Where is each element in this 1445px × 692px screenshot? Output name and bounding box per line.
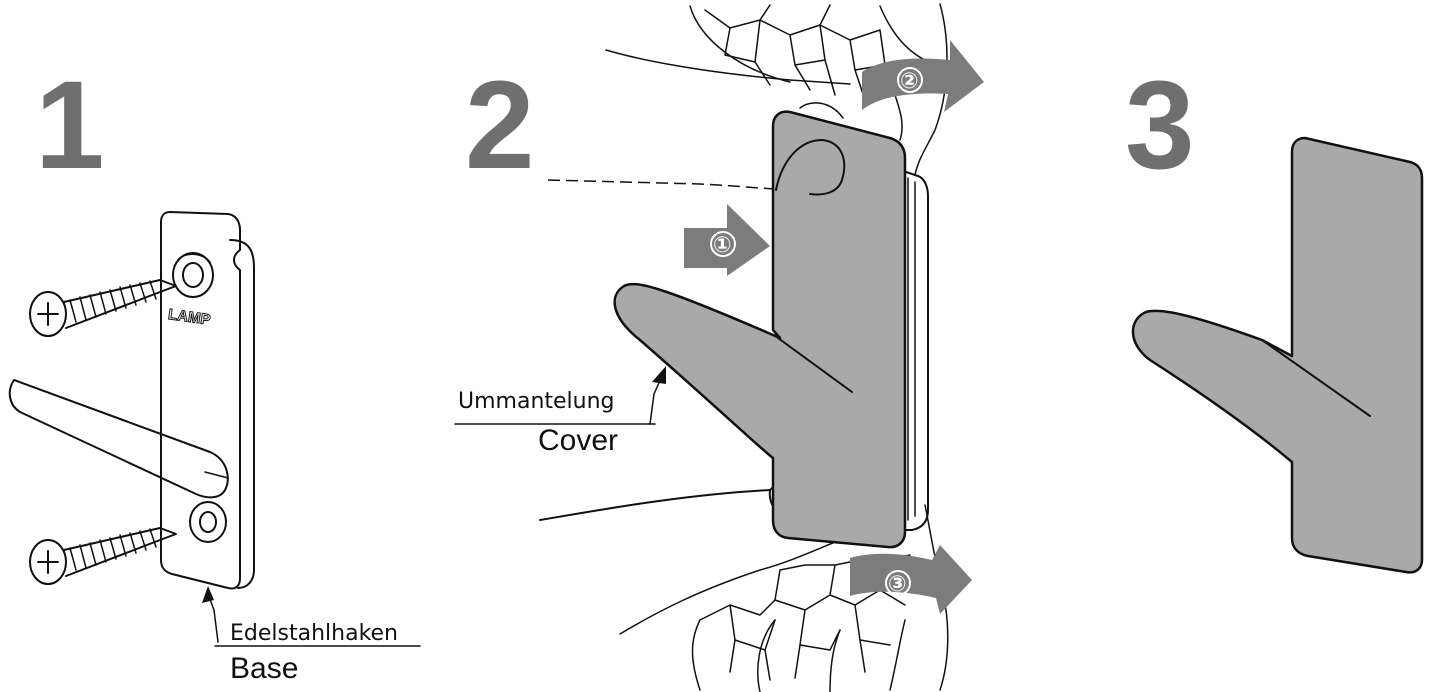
upper-hand-sketch bbox=[605, 3, 948, 176]
top-screw bbox=[29, 279, 177, 337]
base-label-german: Edelstahlhaken bbox=[230, 621, 398, 646]
grey-cover bbox=[613, 110, 907, 549]
base-leader-line bbox=[207, 593, 219, 643]
lamp-logo: LAMP bbox=[167, 306, 211, 329]
cover-crease-line bbox=[777, 337, 853, 393]
motion-arrow-3-label: ③ bbox=[888, 572, 907, 597]
cover-label-german: Ummantelung bbox=[458, 389, 615, 414]
motion-arrow-2: ② bbox=[862, 40, 984, 112]
base-leader-arrowhead bbox=[202, 586, 214, 603]
step-3-number: 3 bbox=[1125, 56, 1195, 195]
step-2-panel: 2 bbox=[454, 3, 984, 692]
motion-arrow-1-label: ① bbox=[713, 233, 732, 258]
base-plate-edge bbox=[229, 239, 255, 589]
finished-covered-hook bbox=[1131, 136, 1424, 574]
step-1-panel: 1 LAMP bbox=[8, 56, 421, 685]
bottom-screw bbox=[29, 527, 177, 585]
cover-leader-line bbox=[649, 375, 663, 425]
base-label-english: Base bbox=[230, 652, 298, 685]
finger-over-cover bbox=[775, 139, 846, 196]
step-2-number: 2 bbox=[465, 56, 535, 195]
motion-arrow-3: ③ bbox=[850, 545, 972, 614]
motion-arrow-2-label: ② bbox=[900, 69, 919, 94]
stainless-base-plate bbox=[160, 211, 241, 590]
step-3-panel: 3 bbox=[1125, 56, 1424, 574]
step-1-number: 1 bbox=[35, 56, 105, 195]
finished-hook-crease-line bbox=[1261, 339, 1371, 417]
base-plate-behind-cover bbox=[899, 169, 929, 531]
stainless-hook-arm bbox=[8, 379, 229, 499]
cover-leader-arrowhead bbox=[652, 366, 666, 384]
cover-label-english: Cover bbox=[538, 424, 618, 457]
motion-arrow-1: ① bbox=[684, 204, 770, 276]
